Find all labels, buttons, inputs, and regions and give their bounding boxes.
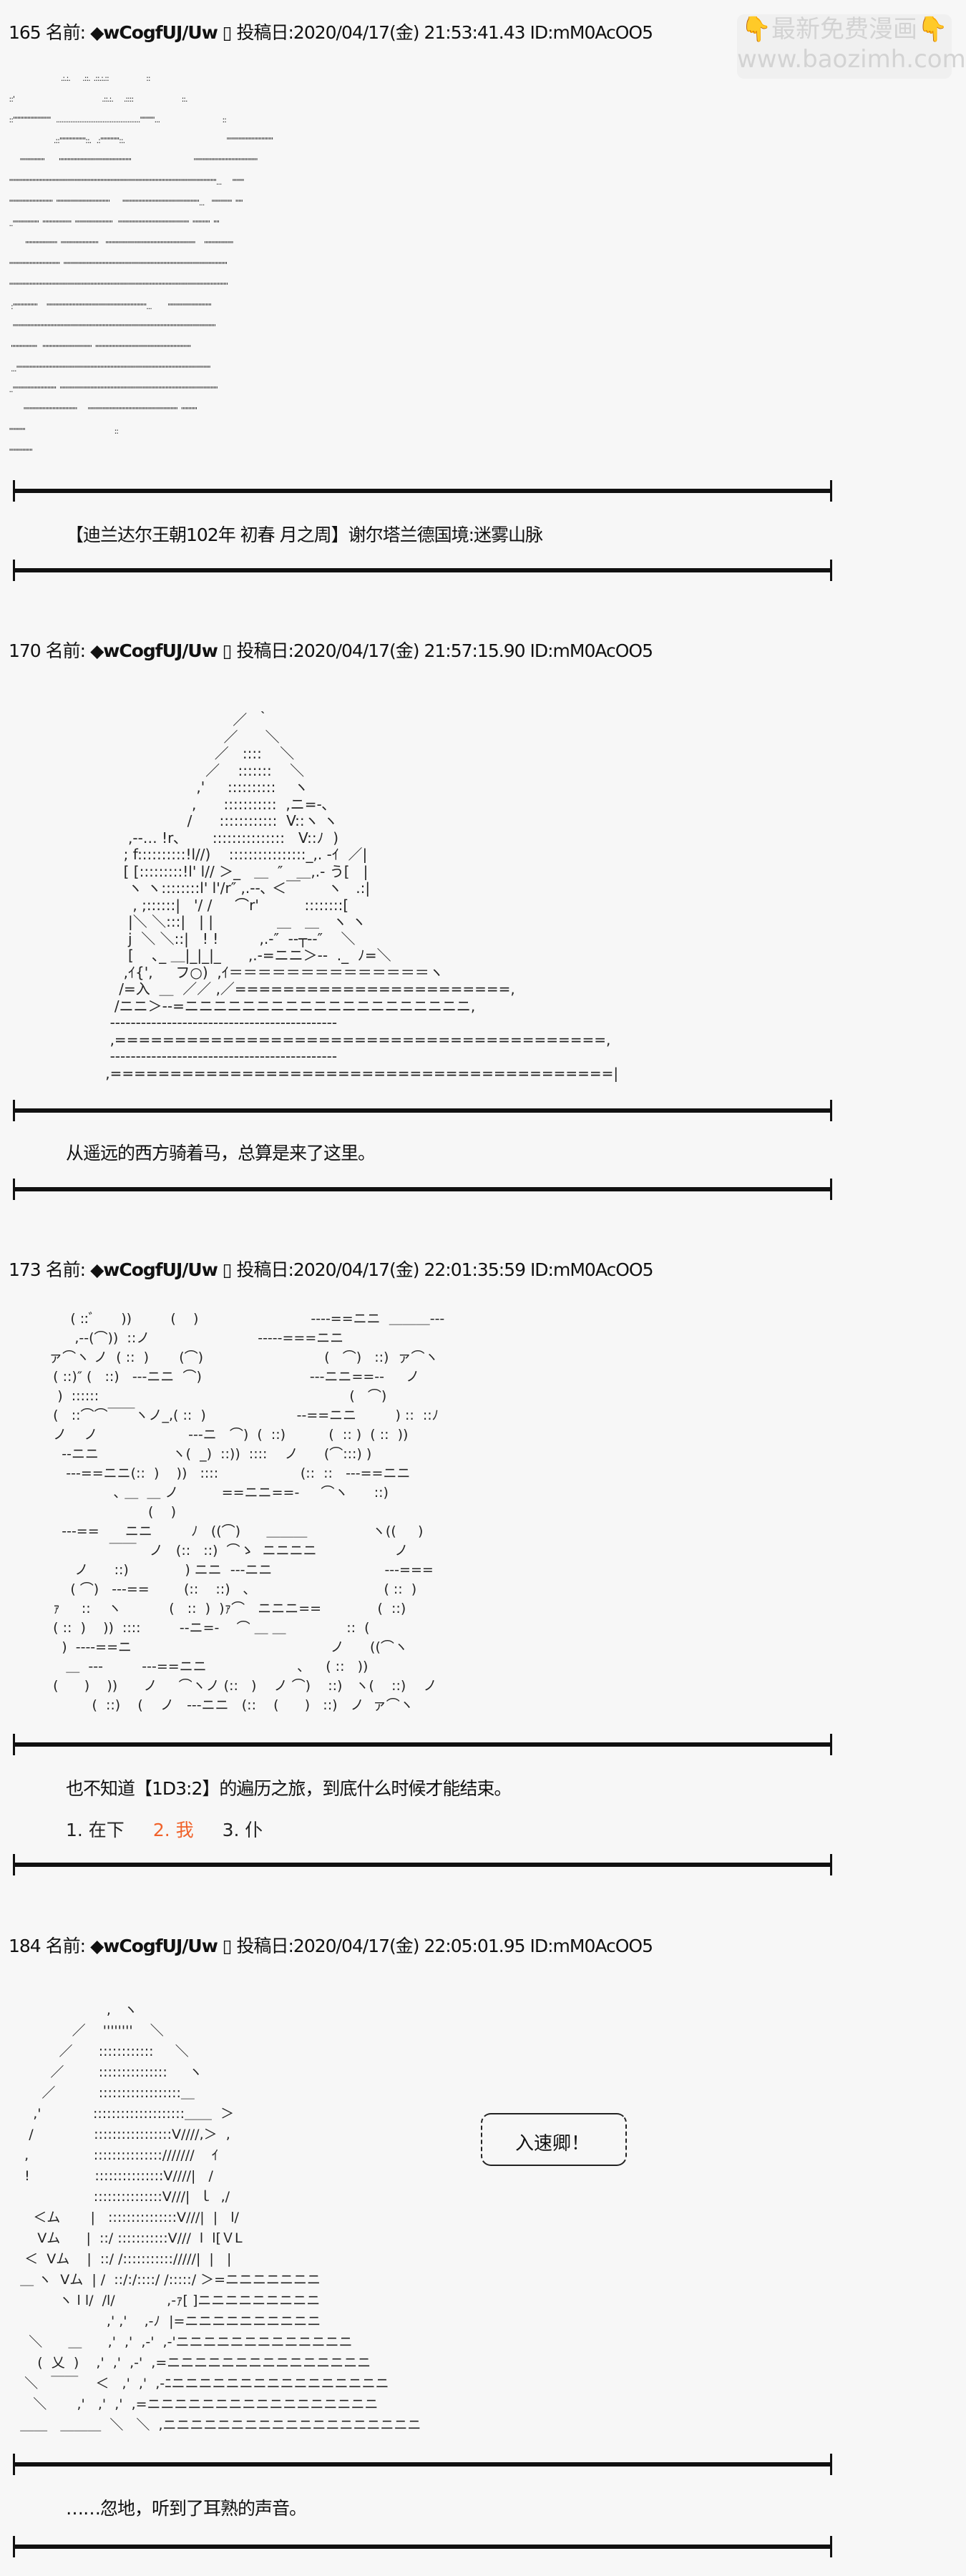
- choice-options: 1. 在下 2. 我 3. 仆: [66, 1816, 291, 1842]
- caption: 【迪兰达尔王朝102年 初春 月之周】谢尔塔兰德国境:迷雾山脉: [66, 525, 543, 545]
- ascii-art: , ヽ ／ '''''''' ＼ ／ :::::::::::: ＼ ／ ::::…: [20, 2002, 421, 2433]
- post-header: 170 名前: ◆wCogfUJ/Uw ▯ 投稿日:2020/04/17(金) …: [9, 640, 653, 661]
- caption: ……忽地，听到了耳熟的声音。: [66, 2498, 307, 2519]
- divider: [13, 1854, 832, 1875]
- post-header: 173 名前: ◆wCogfUJ/Uw ▯ 投稿日:2020/04/17(金) …: [9, 1259, 653, 1280]
- pointing-down-hand-icon: 👇: [741, 15, 771, 44]
- divider: [13, 1179, 832, 1200]
- divider: [13, 2536, 832, 2557]
- post-header: 184 名前: ◆wCogfUJ/Uw ▯ 投稿日:2020/04/17(金) …: [9, 1936, 653, 1956]
- ascii-art: ／ ｀ ／ ＼ ／ :::: ＼ ／ ::::::: ＼ ,' ::::::::…: [105, 711, 619, 1082]
- caption: 从遥远的西方骑着马，总算是来了这里。: [66, 1143, 376, 1163]
- option-3: 3. 仆: [222, 1820, 263, 1840]
- caption: 也不知道【1D3:2】的遍历之旅，到底什么时候才能结束。: [66, 1778, 512, 1799]
- option-1: 1. 在下: [66, 1820, 125, 1840]
- divider: [13, 560, 832, 581]
- option-2: 2. 我: [152, 1820, 194, 1840]
- watermark: 👇最新免费漫画👇 www.baozimh.com: [737, 14, 966, 79]
- post-header: 165 名前: ◆wCogfUJ/Uw ▯ 投稿日:2020/04/17(金) …: [9, 22, 653, 43]
- speech-bubble: 入速卿！: [472, 2107, 630, 2175]
- ascii-art: .:.:. .::. .::.:.:: :: ::' .::.:. .:::: …: [9, 74, 273, 457]
- speech-bubble-border: [481, 2113, 627, 2166]
- divider: [13, 1100, 832, 1121]
- divider: [13, 2454, 832, 2475]
- pointing-down-hand-icon: 👇: [917, 15, 948, 44]
- divider: [13, 480, 832, 502]
- ascii-art: ( ::ﾞ )) ( ) ----==ニニ ＿＿＿--- ,--(⌒)) ::ノ…: [49, 1311, 445, 1713]
- divider: [13, 1734, 832, 1755]
